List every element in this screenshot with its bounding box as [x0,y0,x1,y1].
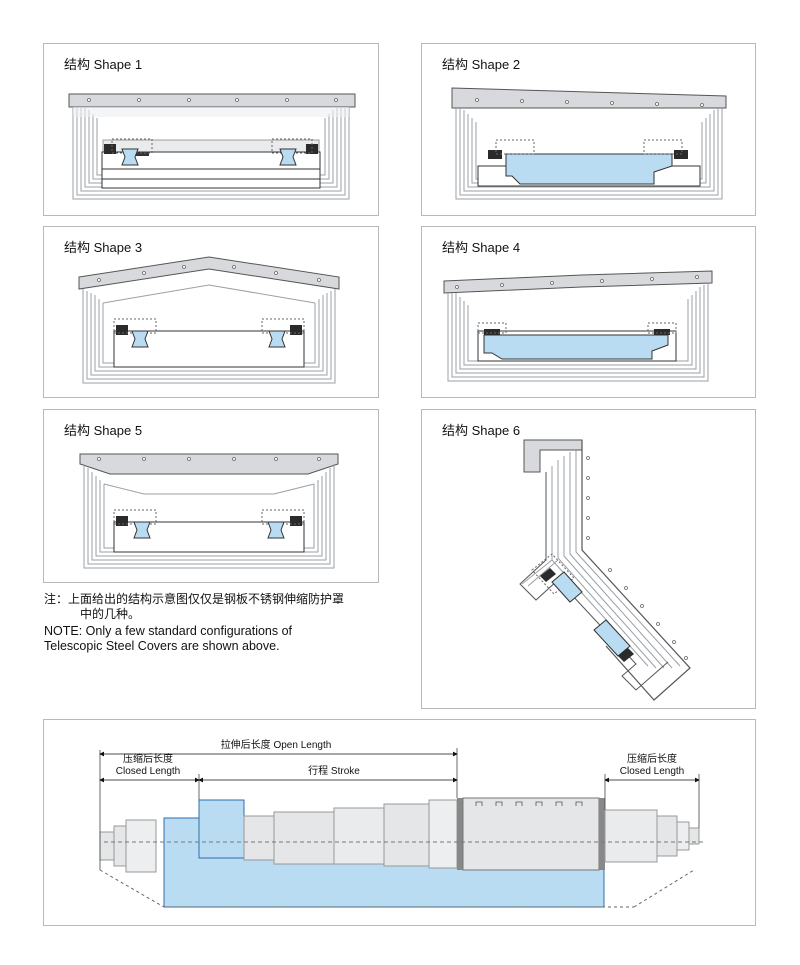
length-diagram: 拉伸后长度 Open Length 压缩后长度 Closed Length 行程… [99,738,704,908]
shape-2-drawing [451,87,727,200]
open-length-label: 拉伸后长度 Open Length [221,738,332,751]
shape-2-panel: 结构 Shape 2 [421,43,756,216]
note-cn-line1: 注：上面给出的结构示意图仅仅是钢板不锈钢伸缩防护罩 [44,592,345,606]
shape-6-title: 结构 Shape 6 [442,423,521,438]
closed-right-en: Closed Length [620,766,685,777]
shape-3-panel: 结构 Shape 3 [43,226,379,398]
stroke-label: 行程 Stroke [308,764,360,777]
shape-5-title: 结构 Shape 5 [64,423,143,438]
shape-5-drawing [79,453,339,569]
closed-left-cn: 压缩后长度 [123,752,173,765]
shape-1-title: 结构 Shape 1 [64,57,143,72]
shape-2-title: 结构 Shape 2 [442,57,521,72]
shape-6-drawing [519,439,691,701]
shape-1-panel: 结构 Shape 1 [43,43,379,216]
shape-4-panel: 结构 Shape 4 [421,226,756,398]
note-en-line1: NOTE: Only a few standard configurations… [44,624,293,638]
shape-1-drawing [68,93,356,200]
note-block: 注：上面给出的结构示意图仅仅是钢板不锈钢伸缩防护罩 中的几种。 NOTE: On… [44,592,404,654]
note-en-line2: Telescopic Steel Covers are shown above. [44,639,280,653]
shape-3-title: 结构 Shape 3 [64,240,143,255]
shape-4-title: 结构 Shape 4 [442,240,521,255]
shape-4-drawing [443,270,713,382]
shape-6-panel: 结构 Shape 6 [421,409,756,709]
shape-3-drawing [78,256,340,384]
closed-right-cn: 压缩后长度 [627,752,677,765]
length-diagram-panel: 拉伸后长度 Open Length 压缩后长度 Closed Length 行程… [43,719,756,926]
note-cn-line2: 中的几种。 [80,607,141,621]
shape-5-panel: 结构 Shape 5 [43,409,379,583]
closed-left-en: Closed Length [116,766,181,777]
